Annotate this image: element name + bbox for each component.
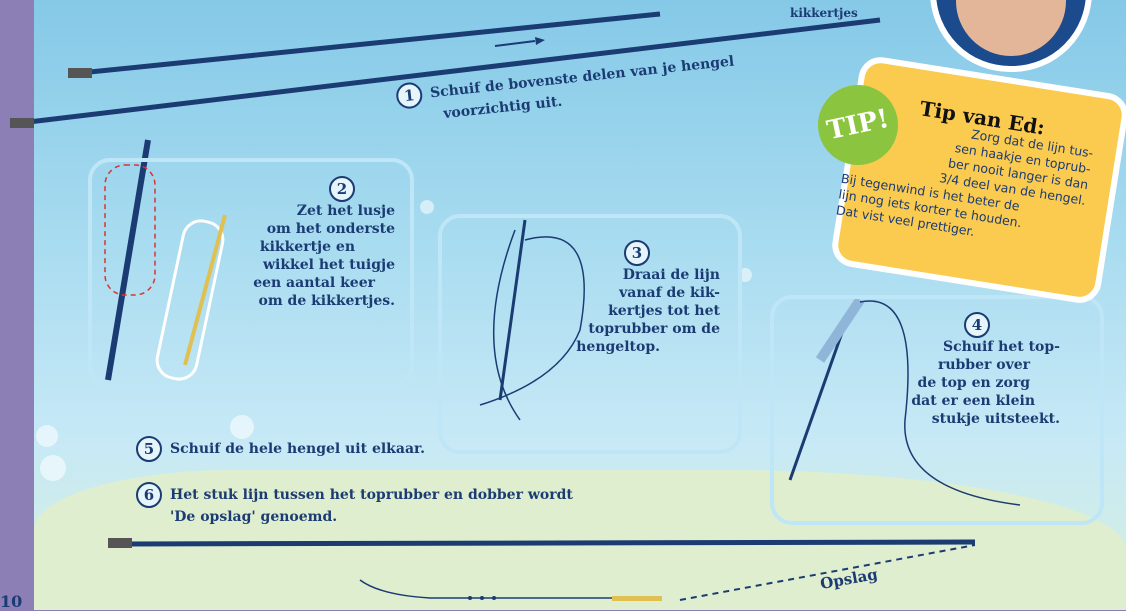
step-number: 4 [964,312,990,338]
rod-bottom [110,542,975,544]
step-number: 5 [136,436,162,462]
step-3: 3 Draai de lijn vanaf de kik- kertjes to… [560,240,720,356]
arrow-line [495,41,535,46]
rod-butt-cap [108,538,132,548]
float [612,596,662,601]
page-number: 10 [0,592,22,611]
rod-butt-cap [68,68,92,78]
step-number: 1 [395,81,424,110]
line-curve [360,580,640,598]
step-2: 2 Zet het lusje om het onderste kikkertj… [240,176,395,310]
step-number: 6 [136,482,162,508]
arrow-head [535,37,545,45]
step-number: 3 [624,240,650,266]
step-4: 4 Schuif het top- rubber over de top en … [900,312,1060,428]
step-number: 2 [329,176,355,202]
rod-butt-cap [10,118,34,128]
